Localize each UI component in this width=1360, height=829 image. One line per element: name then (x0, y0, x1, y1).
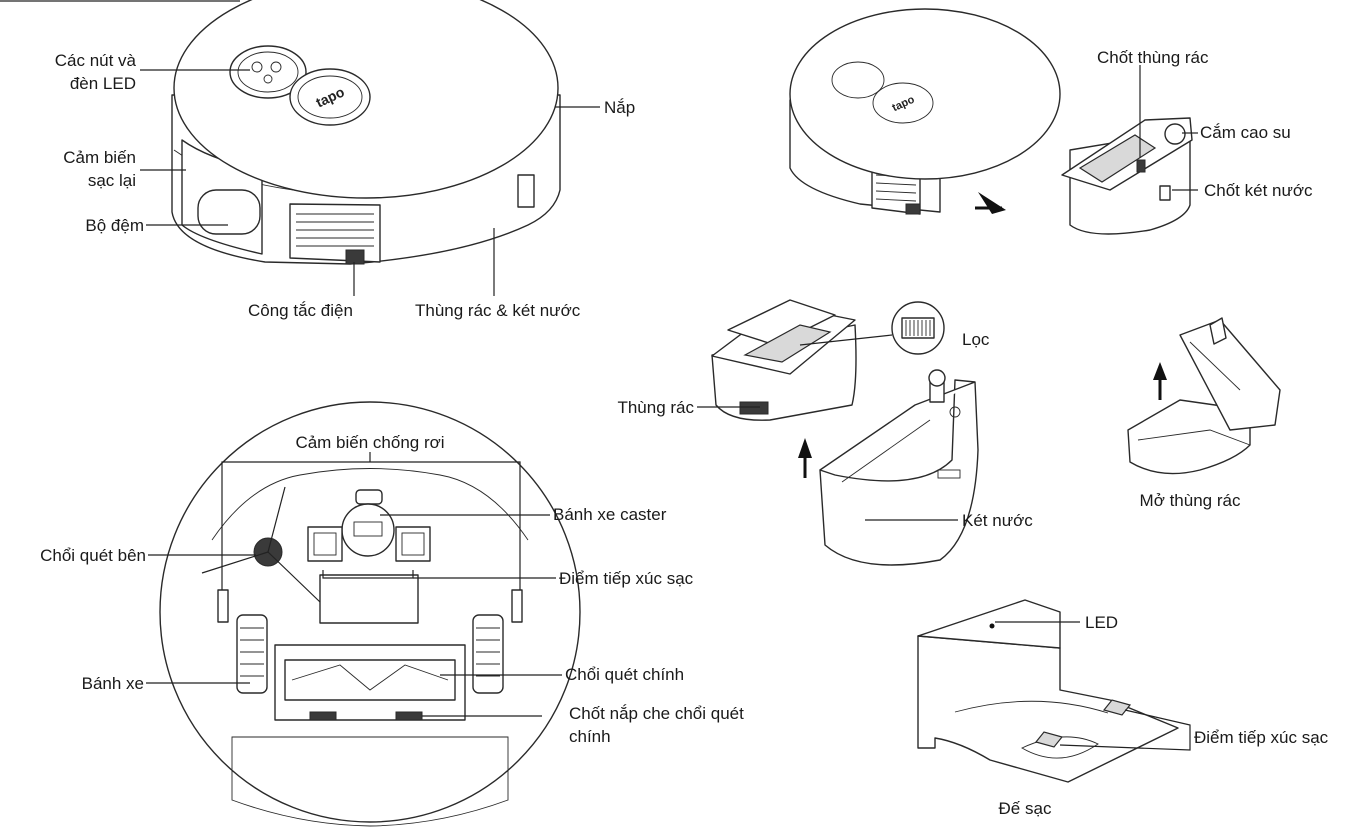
label-water-tank: Két nước (962, 511, 1033, 530)
recharge-window (197, 189, 261, 235)
leader-contacts-bracket (322, 570, 414, 579)
label-wheel: Bánh xe (81, 674, 144, 693)
open-bin-view (1127, 317, 1281, 475)
robot-underside-view (159, 401, 581, 827)
label-recharge-sensor-2: sạc lại (87, 171, 136, 190)
label-dock: Đế sạc (998, 799, 1052, 818)
label-charge-contacts: Điểm tiếp xúc sạc (559, 569, 694, 588)
label-power-switch: Công tắc điện (248, 301, 353, 320)
label-rubber-plug: Cắm cao su (1200, 123, 1291, 142)
leader-cliff-bracket (221, 461, 521, 590)
label-buttons-led-2: đèn LED (69, 74, 136, 93)
label-brush-cover-latch-2: chính (569, 727, 611, 746)
water-tank-view (819, 369, 979, 566)
dust-bin-view (711, 299, 945, 478)
vent-grille (289, 203, 381, 263)
bin-tank-module (1061, 117, 1193, 235)
leader-filter (799, 334, 893, 346)
caster-wheel-shape (341, 503, 395, 557)
label-tank-latch: Chốt két nước (1204, 181, 1313, 200)
leader-dock-contacts (1059, 709, 1191, 751)
robot-top-view: tapo (171, 0, 561, 265)
label-open-bin: Mở thùng rác (1139, 491, 1241, 510)
label-dust-bin: Thùng rác (617, 398, 694, 417)
label-recharge-sensor-1: Cảm biến (63, 148, 136, 167)
label-side-brush: Chổi quét bên (40, 546, 146, 565)
label-led: LED (1085, 613, 1119, 632)
label-bin-tank: Thùng rác & két nước (415, 301, 581, 320)
power-switch-shape (345, 249, 365, 265)
label-brush-cover-latch-1: Chốt nắp che chổi quét (569, 704, 744, 723)
robot-bin-removed-view: tapo (789, 8, 1061, 215)
rubber-plug-shape (1164, 123, 1186, 145)
label-main-brush: Chổi quét chính (565, 665, 685, 684)
label-dock-contacts: Điểm tiếp xúc sạc (1194, 728, 1329, 747)
label-lid: Nắp (604, 98, 636, 117)
label-buttons-led-1: Các nút và (54, 51, 136, 70)
lid-shape-2 (789, 8, 1061, 180)
charging-dock-view (917, 599, 1179, 783)
label-filter: Lọc (962, 330, 990, 349)
label-caster-wheel: Bánh xe caster (553, 505, 667, 524)
tank-latch-shape (517, 174, 535, 208)
label-bumper: Bộ đệm (85, 216, 144, 235)
label-cliff-sensor: Cảm biến chống rơi (295, 433, 445, 452)
label-bin-latch: Chốt thùng rác (1097, 48, 1209, 67)
